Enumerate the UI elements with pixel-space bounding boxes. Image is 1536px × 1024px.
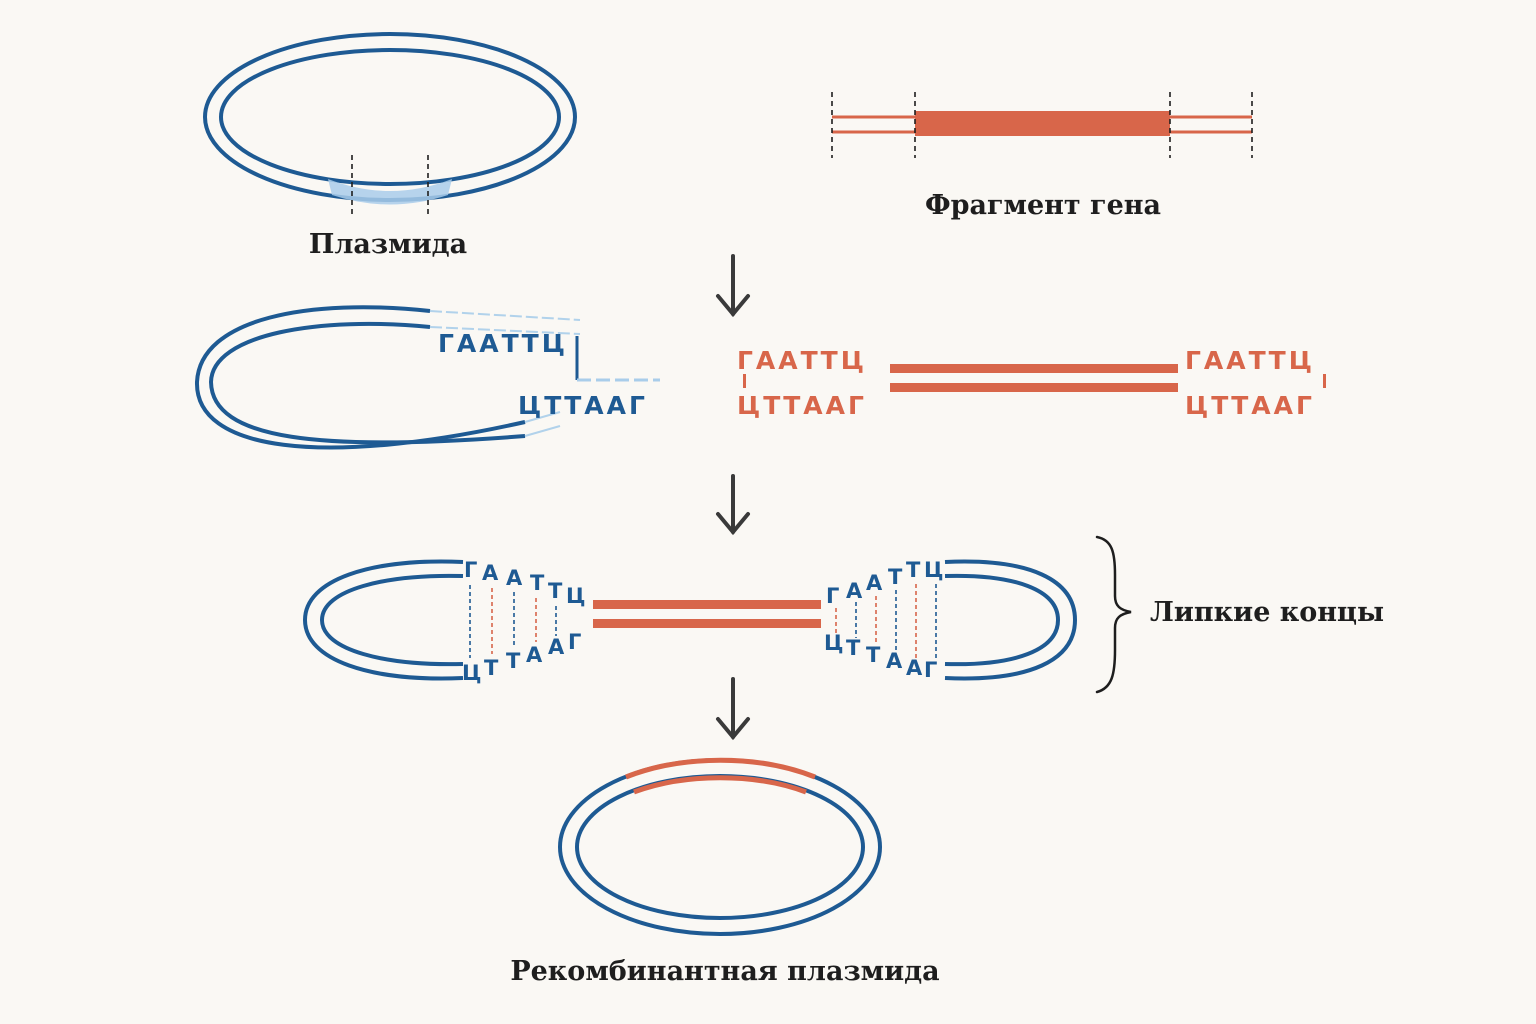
recombinant-plasmid [558, 757, 882, 936]
nucleotide-a: А [886, 649, 903, 673]
nucleotide-t: Т [484, 656, 499, 680]
down-arrow-icon [716, 254, 750, 318]
nucleotide-a: А [482, 561, 499, 585]
nucleotide-t: Т [548, 579, 563, 603]
gene-right-bottom-sequence: ЦТТААГ [1185, 391, 1315, 420]
right-base-pair-bonds [835, 584, 937, 660]
plasmid-intact [203, 32, 577, 202]
nucleotide-t: Т [506, 649, 521, 673]
nucleotide-g: Г [464, 558, 477, 582]
gene-left-bottom-sequence: ЦТТААГ [737, 391, 867, 420]
plasmid-cut [194, 305, 660, 450]
gene-right-top-sequence: ГААТТЦ [1185, 346, 1315, 375]
gene-left-top-sequence: ГААТТЦ [737, 346, 867, 375]
nucleotide-ts: Ц [824, 631, 843, 655]
plasmid-sticky-end-bottom: ЦТТААГ [518, 391, 648, 420]
recombinant-plasmid-label: Рекомбинантная плазмида [510, 956, 939, 987]
right-sticky-end-bottom: Ц Т Т А А Г [824, 631, 937, 682]
plasmid-sticky-end-top: ГААТТЦ [438, 329, 568, 358]
nucleotide-t: Т [866, 643, 881, 667]
nucleotide-g: Г [826, 584, 839, 608]
curly-brace-icon [1095, 535, 1132, 694]
nucleotide-ts: Ц [924, 558, 943, 582]
sticky-ends-label: Липкие концы [1150, 597, 1384, 628]
nucleotide-ts: Ц [566, 584, 585, 608]
plasmid-right-arc [944, 559, 1078, 681]
nucleotide-a: А [846, 579, 863, 603]
nucleotide-a: А [906, 656, 923, 680]
plasmid-label: Плазмида [309, 229, 467, 260]
down-arrow-icon [716, 474, 750, 536]
down-arrow-icon [716, 677, 750, 741]
nucleotide-g: Г [924, 658, 937, 682]
nucleotide-a: А [548, 635, 565, 659]
nucleotide-a: А [866, 571, 883, 595]
nucleotide-t: Т [906, 558, 921, 582]
restriction-site-highlight [328, 179, 452, 205]
nucleotide-t: Т [846, 636, 861, 660]
left-base-pair-bonds [469, 585, 557, 658]
nucleotide-t: Т [530, 571, 545, 595]
plasmid-left-arc [302, 559, 464, 681]
gene-fragment-label: Фрагмент гена [925, 190, 1161, 221]
nucleotide-a: А [506, 566, 523, 590]
nucleotide-g: Г [568, 630, 581, 654]
nucleotide-ts: Ц [462, 661, 481, 685]
left-sticky-end-top: Г А А Т Т Ц [464, 558, 585, 608]
left-sticky-end-bottom: Ц Т Т А А Г [462, 630, 581, 685]
nucleotide-t: Т [888, 565, 903, 589]
gene-fragment-insert [593, 600, 821, 628]
gene-fragment [832, 111, 1252, 136]
nucleotide-a: А [526, 643, 543, 667]
gene-fragment-cut [743, 364, 1326, 392]
gene-cut-markers [831, 92, 1253, 158]
plasmid-cut-markers [351, 155, 429, 218]
right-sticky-end-top: Г А А Т Т Ц [826, 558, 943, 608]
